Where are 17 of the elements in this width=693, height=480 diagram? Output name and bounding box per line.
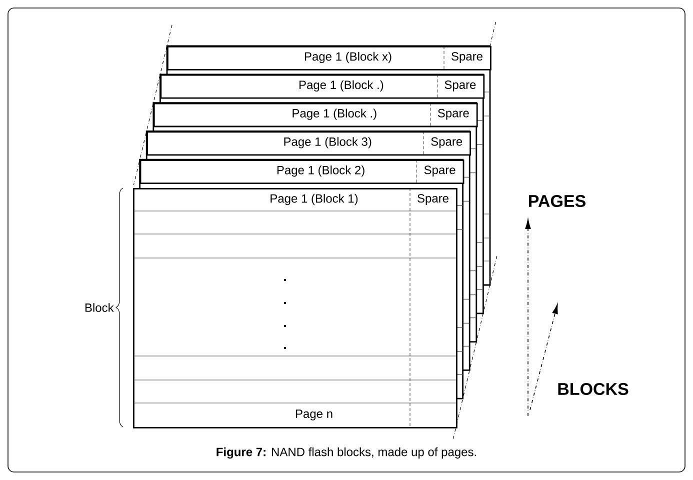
page-label: Page 1 (Block 1) bbox=[270, 194, 358, 206]
spare-label: Spare bbox=[424, 166, 456, 177]
page-label: Page 1 (Block .) bbox=[300, 80, 384, 92]
figure-caption: Figure 7: NAND flash blocks, made up of pages. bbox=[216, 447, 476, 459]
page-label: Page 1 (Block x) bbox=[304, 52, 392, 64]
spare-label: Spare bbox=[418, 194, 448, 205]
spare-label: Spare bbox=[431, 137, 462, 148]
page-label: Page 1 (Block 3) bbox=[284, 137, 372, 148]
spare-label: Spare bbox=[444, 80, 476, 92]
spare-label: Spare bbox=[438, 108, 469, 120]
direction-label: BLOCKS bbox=[558, 382, 628, 396]
direction-label: PAGES bbox=[529, 194, 586, 208]
page-label: Page 1 (Block 2) bbox=[277, 166, 364, 177]
page-label: Page 1 (Block .) bbox=[292, 108, 376, 120]
spare-label: Spare bbox=[452, 52, 482, 63]
brace-label: Block bbox=[85, 303, 114, 312]
page-label: Page n bbox=[296, 410, 332, 420]
